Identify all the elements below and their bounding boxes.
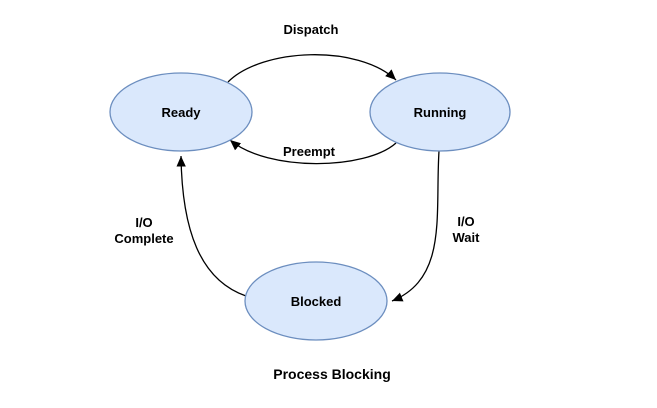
transition-io-complete-arrow <box>176 155 247 297</box>
state-blocked-label: Blocked <box>291 294 342 309</box>
transition-io-wait-arrow <box>391 150 440 302</box>
transition-preempt-label: Preempt <box>283 144 336 159</box>
transition-preempt-arrow <box>229 139 397 165</box>
transition-io-wait-label-line2: Wait <box>453 230 481 245</box>
transition-dispatch-arrow <box>227 54 397 83</box>
state-ready-ellipse <box>109 72 253 152</box>
state-running-ellipse <box>369 72 511 152</box>
diagram-caption: Process Blocking <box>273 366 391 382</box>
state-blocked-ellipse <box>244 261 388 341</box>
transition-dispatch-label: Dispatch <box>284 22 339 37</box>
transition-io-complete-label-line1: I/O <box>135 215 152 230</box>
transition-io-complete-label-line2: Complete <box>114 231 173 246</box>
state-running-label: Running <box>414 105 467 120</box>
transition-io-wait-label-line1: I/O <box>457 214 474 229</box>
state-ready-label: Ready <box>161 105 201 120</box>
